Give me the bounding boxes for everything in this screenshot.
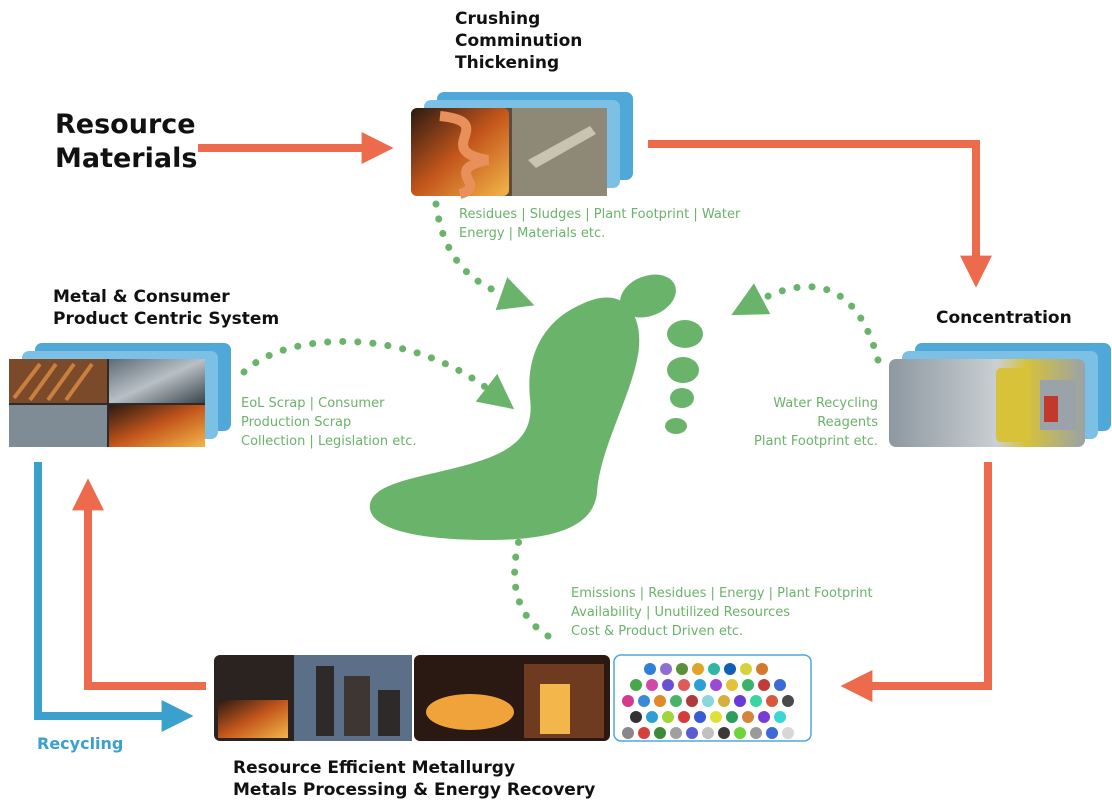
metallurgy-line1: Resource Efficient Metallurgy [233,758,516,778]
crushing-note-1: Residues | Sludges | Plant Footprint | W… [459,207,741,222]
metal-notes: EoL Scrap | Consumer Production Scrap Co… [241,394,417,451]
resource-materials-title: Resource Materials [55,108,197,176]
crushing-line2: Comminution [455,31,583,51]
flow-arrows [34,132,992,732]
crushing-line3: Thickening [455,53,560,73]
periodic-elements-card [613,654,812,742]
metal-line2: Product Centric System [53,309,280,329]
crushing-note-2: Energy | Materials etc. [459,226,606,241]
metallurgy-notes: Emissions | Residues | Energy | Plant Fo… [571,584,873,641]
metal-label: Metal & Consumer Product Centric System [53,286,279,330]
concentration-notes: Water Recycling Reagents Plant Footprint… [754,394,878,451]
metal-note-1: EoL Scrap | Consumer [241,396,385,411]
concentration-image-card [889,343,1111,447]
concentration-note-1: Water Recycling [773,396,878,411]
metal-note-3: Collection | Legislation etc. [241,434,417,449]
concentration-label: Concentration [936,308,1072,328]
footprint-icon [369,274,703,540]
metallurgy-note-1: Emissions | Residues | Energy | Plant Fo… [571,586,873,601]
crushing-line1: Crushing [455,9,541,29]
concentration-dotted-arrow [731,283,882,364]
concentration-to-metallurgy-arrow [840,462,992,702]
metal-dotted-arrow [240,337,515,410]
resource-title-line2: Materials [55,143,198,174]
crushing-image-card [411,92,633,199]
metallurgy-note-2: Availability | Unutilized Resources [571,605,791,620]
metallurgy-line2: Metals Processing & Energy Recovery [233,780,596,800]
concentration-note-2: Reagents [817,415,878,430]
crushing-to-concentration-arrow [648,140,992,288]
resource-title-line1: Resource [55,109,196,140]
metallurgy-label: Resource Efficient Metallurgy Metals Pro… [233,757,595,801]
concentration-note-3: Plant Footprint etc. [754,434,878,449]
metallurgy-note-3: Cost & Product Driven etc. [571,624,744,639]
metallurgy-image-strip [214,655,610,741]
recycling-label: Recycling [37,734,124,753]
crushing-dotted-arrow [432,200,535,311]
crushing-notes: Residues | Sludges | Plant Footprint | W… [459,205,740,243]
metal-image-card [9,343,231,447]
metal-note-2: Production Scrap [241,415,352,430]
crushing-label: Crushing Comminution Thickening [455,8,582,74]
metallurgy-to-metal-arrow [72,478,206,690]
metal-line1: Metal & Consumer [53,287,230,307]
recycling-arrow [34,462,194,732]
